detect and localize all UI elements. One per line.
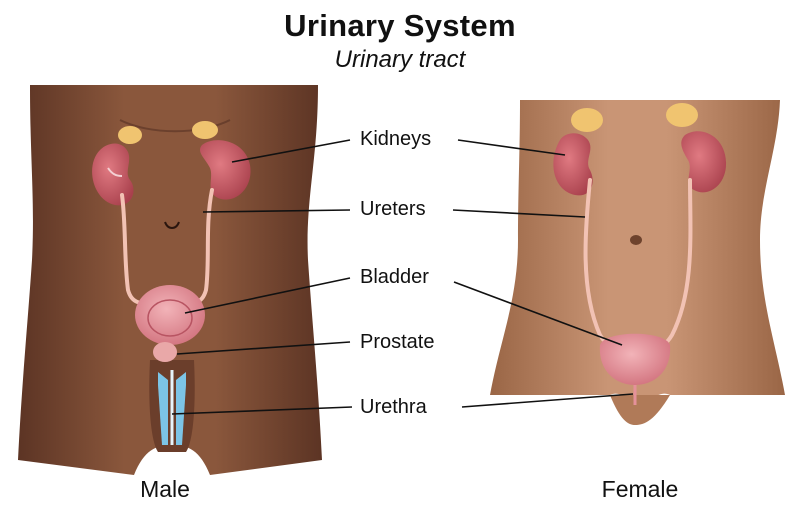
label-urethra: Urethra	[360, 396, 427, 419]
label-kidneys: Kidneys	[360, 128, 431, 151]
male-bladder	[135, 285, 205, 345]
caption-male: Male	[65, 476, 265, 503]
male-urethra	[158, 370, 186, 445]
label-ureters: Ureters	[360, 198, 426, 221]
male-prostate	[153, 342, 177, 362]
caption-female: Female	[540, 476, 740, 503]
label-prostate: Prostate	[360, 331, 434, 354]
label-bladder: Bladder	[360, 266, 429, 289]
male-torso	[18, 85, 322, 475]
leader-urethra-female	[462, 394, 633, 407]
